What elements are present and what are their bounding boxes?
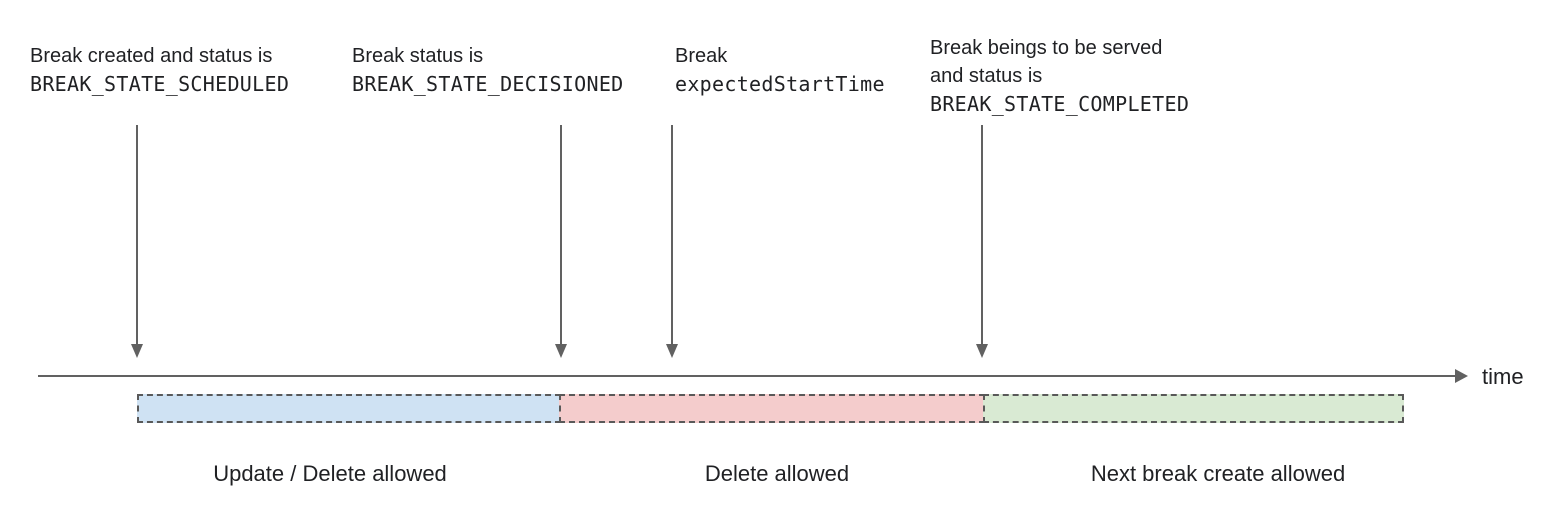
timeline-arrow-head-icon	[1455, 369, 1468, 383]
arrow-head-icon	[666, 344, 678, 358]
annotation-text: Break beings to be served	[930, 37, 1163, 59]
arrow-shaft	[560, 125, 562, 344]
segment-label-update-delete: Update / Delete allowed	[213, 461, 447, 486]
annotation-text: Break status is	[352, 45, 484, 67]
arrow-expected-start-time	[666, 125, 678, 358]
arrow-break-completed	[976, 125, 988, 358]
annotation-expected-start-time: Break expectedStartTime	[675, 42, 885, 98]
annotation-text: Break created and status is	[30, 45, 273, 67]
timeline-axis-label: time	[1482, 364, 1524, 389]
annotation-text: and status is	[930, 65, 1043, 87]
segment-update-delete-allowed	[137, 394, 561, 423]
annotation-break-decisioned: Break status is BREAK_STATE_DECISIONED	[352, 42, 624, 98]
annotation-text: Break	[675, 45, 728, 67]
segment-label-delete: Delete allowed	[704, 461, 850, 486]
annotation-state-code: BREAK_STATE_SCHEDULED	[30, 72, 290, 96]
annotation-state-code: BREAK_STATE_DECISIONED	[352, 72, 624, 96]
arrow-shaft	[136, 125, 138, 344]
arrow-head-icon	[131, 344, 143, 358]
timeline-axis	[38, 375, 1455, 377]
arrow-break-created	[131, 125, 143, 358]
annotation-break-completed: Break beings to be served and status is …	[930, 34, 1189, 118]
arrow-head-icon	[555, 344, 567, 358]
segment-next-break-create-allowed	[983, 394, 1404, 423]
annotation-state-code: BREAK_STATE_COMPLETED	[930, 92, 1190, 116]
arrow-head-icon	[976, 344, 988, 358]
segment-delete-allowed	[559, 394, 985, 423]
annotation-break-scheduled: Break created and status is BREAK_STATE_…	[30, 42, 289, 98]
annotation-state-code: expectedStartTime	[675, 72, 885, 96]
segment-label-next-break: Next break create allowed	[1090, 461, 1346, 486]
arrow-break-decisioned	[555, 125, 567, 358]
arrow-shaft	[671, 125, 673, 344]
arrow-shaft	[981, 125, 983, 344]
